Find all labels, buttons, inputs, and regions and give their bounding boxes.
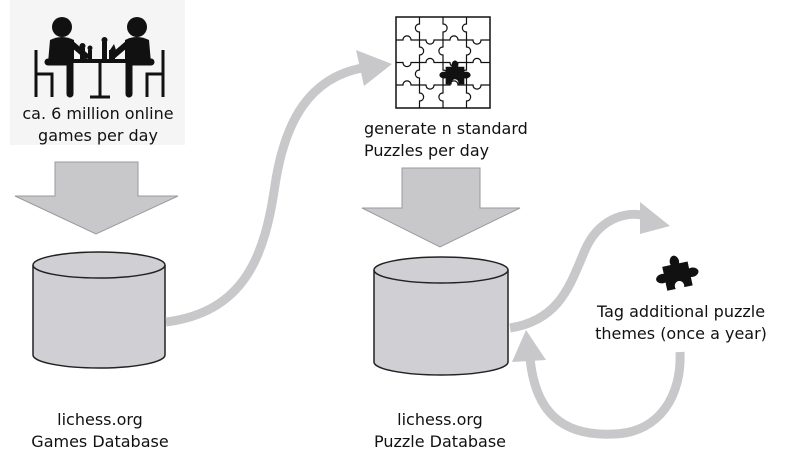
puzzle-database-label-line1: lichess.org (397, 410, 483, 429)
jigsaw-puzzle-grid-icon (395, 16, 491, 109)
loop-arrow-back (525, 351, 685, 439)
loop-arrow-head-back (512, 330, 546, 362)
generate-caption-line1: generate n standard (364, 119, 528, 138)
puzzle-database-cylinder (373, 256, 509, 376)
down-arrow-left (14, 161, 179, 235)
tag-caption: Tag additional puzzle themes (once a yea… (586, 301, 776, 345)
puzzle-piece-icon (651, 251, 702, 293)
curved-arrow-head-puzzles (356, 50, 392, 86)
tag-caption-line1: Tag additional puzzle (596, 302, 766, 321)
chess-players-icon (34, 17, 165, 99)
generate-caption-line2: Puzzles per day (364, 141, 490, 160)
puzzle-database-label-line2: Puzzle Database (373, 432, 507, 451)
source-caption-line1: ca. 6 million online (22, 104, 174, 123)
games-database-label-line2: Games Database (31, 432, 169, 451)
generate-caption: generate n standard Puzzles per day (364, 118, 554, 162)
loop-arrow-head-tag (640, 202, 670, 234)
loop-arrow-to-tag (509, 209, 648, 333)
games-database-label: lichess.org Games Database (20, 409, 180, 453)
tag-caption-line2: themes (once a year) (595, 324, 767, 343)
source-caption: ca. 6 million online games per day (14, 103, 182, 147)
source-caption-line2: games per day (38, 126, 158, 145)
down-arrow-right (361, 167, 521, 248)
puzzle-database-label: lichess.org Puzzle Database (360, 409, 520, 453)
games-database-label-line1: lichess.org (57, 410, 143, 429)
games-database-cylinder (32, 251, 166, 369)
curved-arrow-to-puzzles (165, 63, 363, 327)
